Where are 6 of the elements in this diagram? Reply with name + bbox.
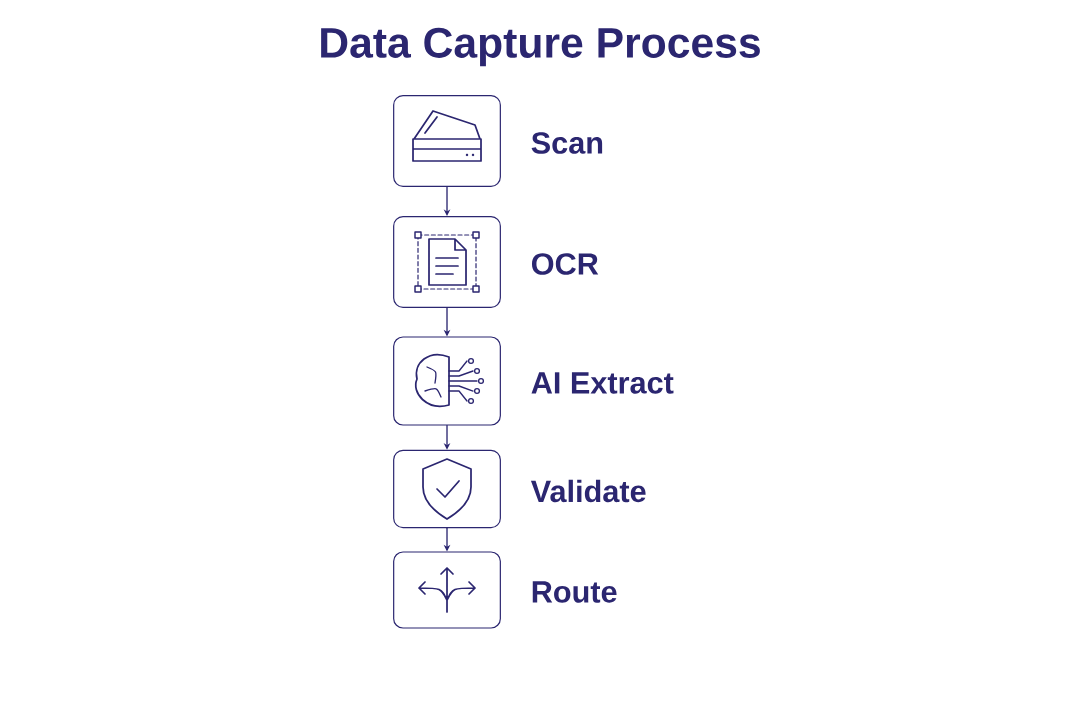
- step-label: AI Extract: [531, 372, 674, 394]
- step-label: Route: [532, 581, 617, 603]
- title: Data Capture Process: [321, 27, 760, 67]
- step-label: Validate: [530, 479, 646, 503]
- step-label: OCR: [531, 253, 599, 275]
- step-label: Scan: [531, 132, 603, 154]
